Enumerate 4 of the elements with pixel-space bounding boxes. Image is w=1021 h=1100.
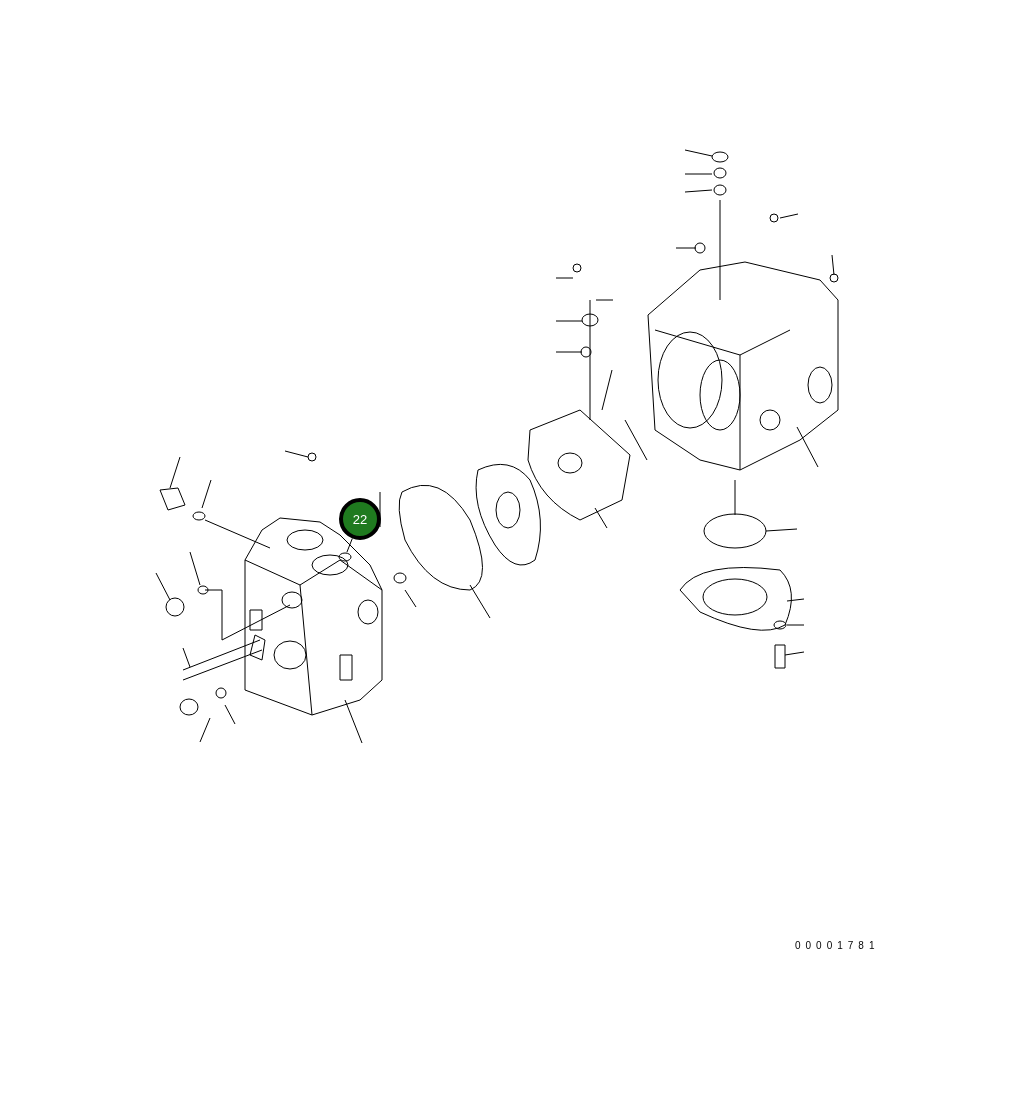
bolt-hole	[338, 552, 352, 562]
leader-line	[346, 538, 353, 553]
drawing-number: 00001781	[795, 940, 880, 951]
callout-number: 22	[339, 498, 381, 540]
